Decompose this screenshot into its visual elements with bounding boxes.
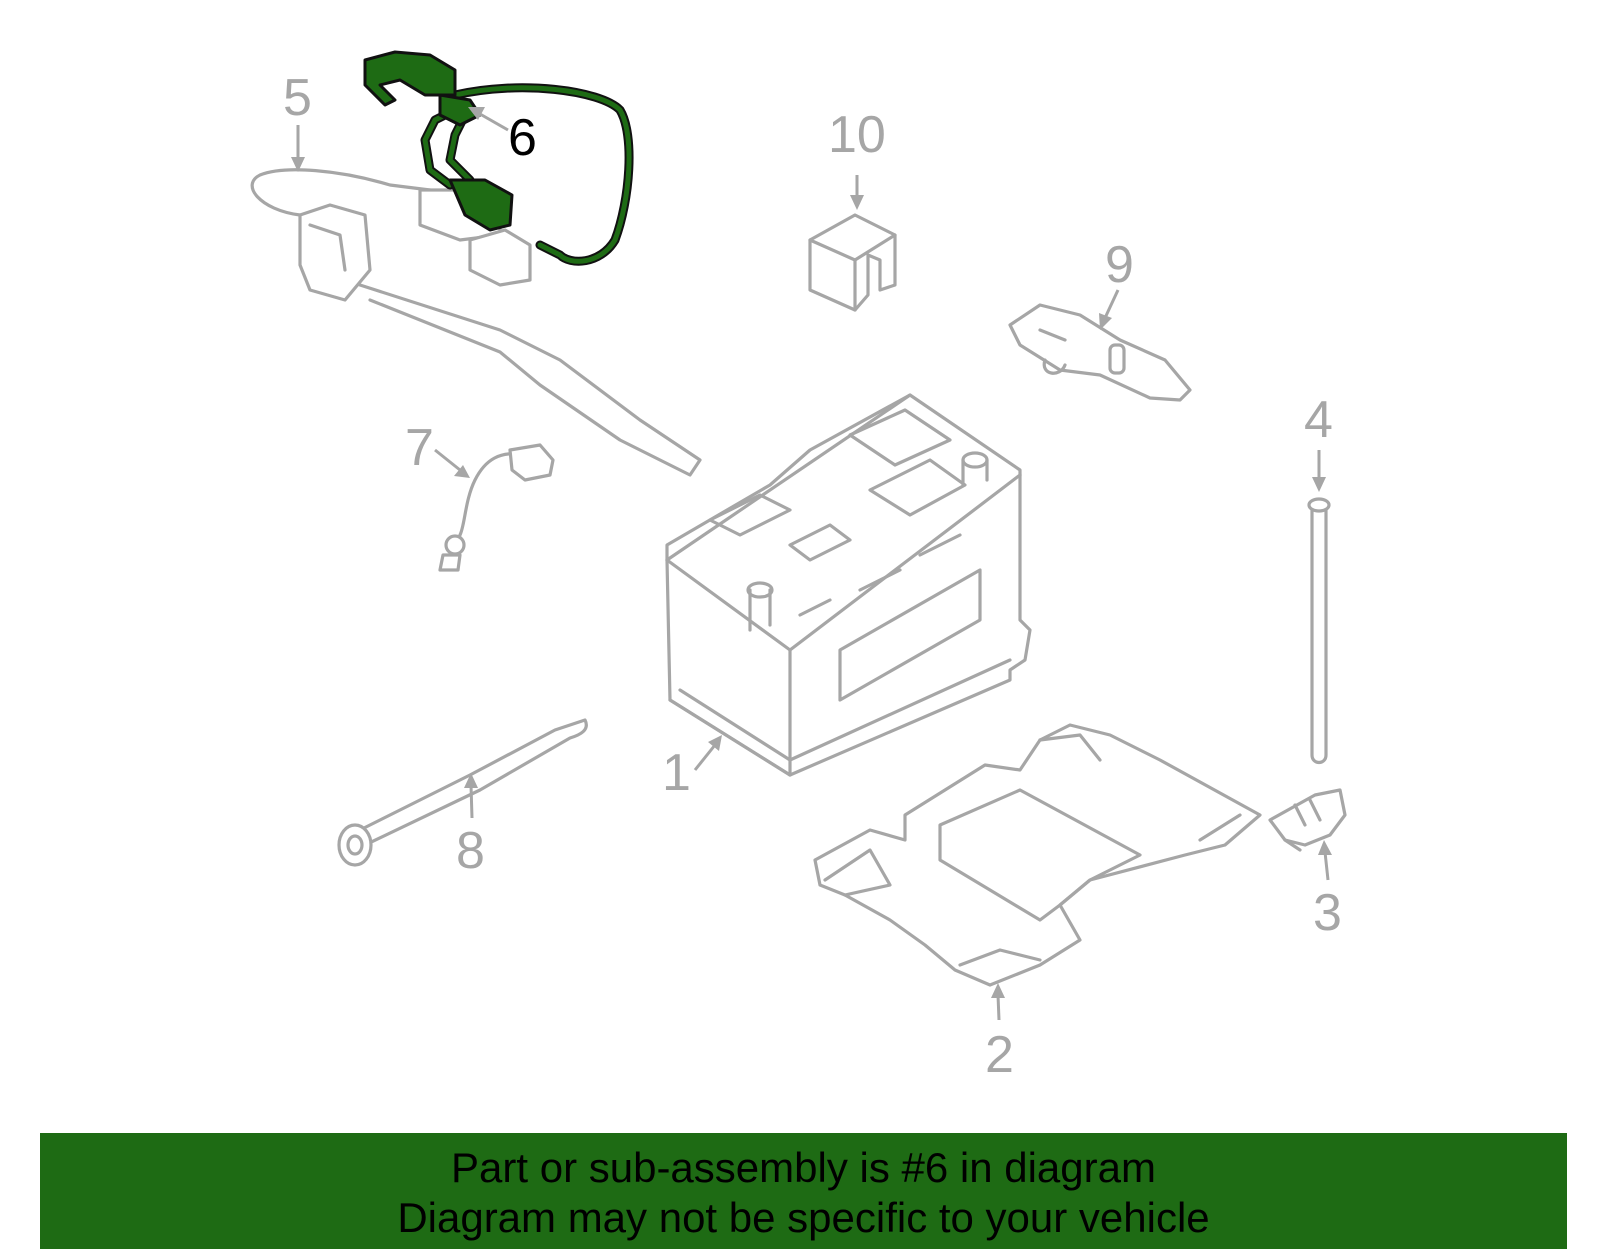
callout-3: 3 bbox=[1313, 884, 1342, 942]
part-1-battery bbox=[665, 393, 1032, 777]
part-9-bracket bbox=[1008, 303, 1192, 402]
callout-10: 10 bbox=[828, 106, 886, 164]
info-banner: Part or sub-assembly is #6 in diagram Di… bbox=[40, 1133, 1567, 1249]
part-5-cable bbox=[250, 168, 702, 477]
callout-labels: 5 6 10 9 4 7 8 1 2 3 bbox=[283, 69, 1342, 1084]
part-10-cap bbox=[808, 213, 897, 312]
banner-line-disclaimer: Diagram may not be specific to your vehi… bbox=[397, 1194, 1210, 1241]
callout-6: 6 bbox=[508, 109, 537, 167]
callout-4: 4 bbox=[1304, 391, 1333, 449]
part-2-tray bbox=[813, 723, 1262, 987]
callout-2: 2 bbox=[985, 1026, 1014, 1084]
leader-lines bbox=[291, 107, 1332, 1021]
callout-9: 9 bbox=[1105, 236, 1134, 294]
callout-1: 1 bbox=[662, 744, 691, 802]
callout-8: 8 bbox=[456, 822, 485, 880]
part-3-clamp bbox=[1268, 788, 1347, 852]
part-7-cable bbox=[438, 443, 555, 572]
part-4-rod bbox=[1307, 497, 1331, 765]
callout-5: 5 bbox=[283, 69, 312, 127]
banner-line-part: Part or sub-assembly is #6 in diagram bbox=[451, 1144, 1156, 1191]
part-8-strap bbox=[337, 718, 588, 867]
callout-7: 7 bbox=[405, 419, 434, 477]
part-6-wiring-harness bbox=[363, 50, 634, 266]
